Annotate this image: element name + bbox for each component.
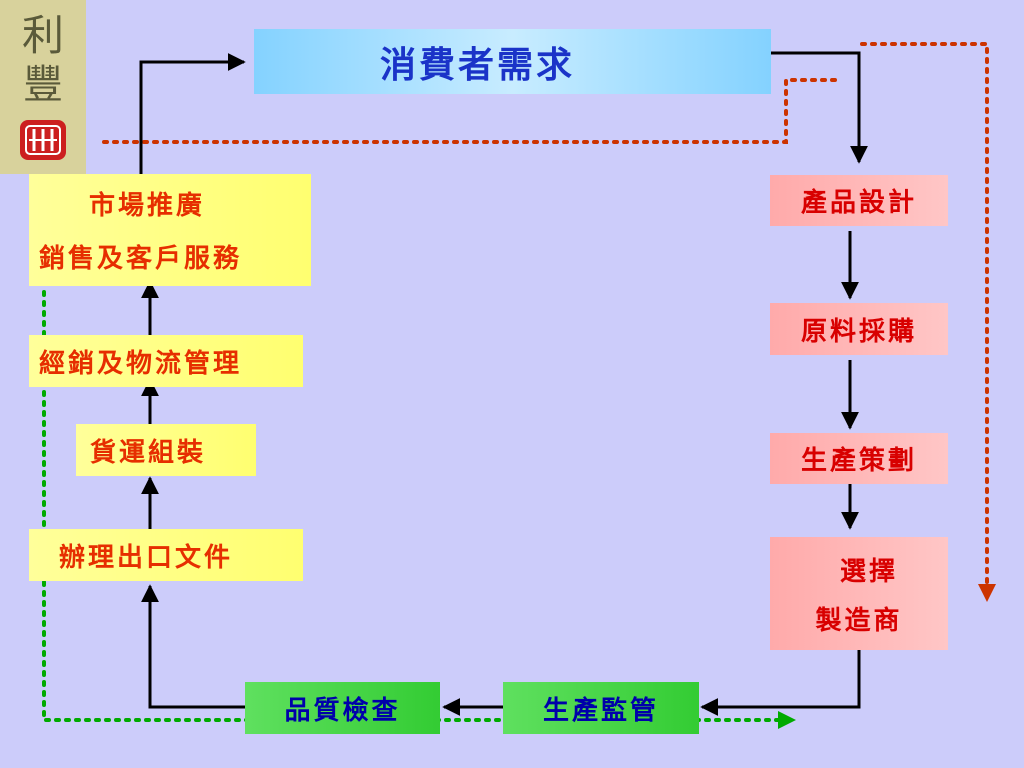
logo-graphic: 利 豐: [20, 11, 66, 160]
company-logo: 利 豐: [0, 0, 86, 174]
select-label: 選擇: [839, 556, 898, 587]
arrow-qc-to-export: [141, 584, 245, 709]
quality-check-box: 品質檢查: [245, 682, 440, 734]
logo-seal-icon: [20, 120, 66, 160]
select-manufacturer-box: 選擇 製造商: [770, 537, 948, 650]
export-docs-box: 辦理出口文件: [29, 529, 303, 581]
assembly-box: 貨運組裝: [76, 424, 256, 476]
product-design-box: 產品設計: [770, 175, 948, 226]
green-arrowhead-icon: [778, 711, 796, 729]
production-supervision-box: 生產監管: [503, 682, 699, 734]
material-purchase-box: 原料採購: [770, 303, 948, 355]
arrow-manufacturer-to-supervision: [700, 650, 861, 716]
production-planning-box: 生產策劃: [770, 433, 948, 484]
export-docs-label: 辦理出口文件: [59, 542, 234, 573]
production-supervision-label: 生產監管: [542, 695, 659, 726]
arrow-marketing-to-title: [139, 53, 246, 174]
production-planning-label: 生產策劃: [800, 446, 917, 476]
manufacturer-label: 製造商: [815, 605, 903, 636]
red-dotted-right-line: [860, 42, 989, 590]
marketing-sales-box: 市場推廣 銷售及客戶服務: [29, 174, 311, 286]
sales-service-label: 銷售及客戶服務: [39, 244, 243, 274]
green-dotted-loop-line: [42, 290, 780, 722]
red-dotted-feedback-line: [102, 78, 842, 144]
logo-glyph-2: 豐: [23, 62, 63, 108]
product-design-label: 產品設計: [800, 188, 917, 218]
marketing-label: 市場推廣: [89, 191, 206, 221]
arrow-title-to-design: [771, 51, 868, 164]
assembly-label: 貨運組裝: [90, 437, 207, 468]
consumer-demand-box: 消費者需求: [254, 29, 771, 94]
logo-glyph-1: 利: [22, 11, 64, 60]
material-purchase-label: 原料採購: [800, 316, 917, 347]
logistics-label: 經銷及物流管理: [39, 348, 243, 379]
consumer-demand-label: 消費者需求: [379, 43, 575, 86]
logistics-box: 經銷及物流管理: [29, 335, 303, 387]
red-arrowhead-icon: [978, 584, 996, 602]
quality-check-label: 品質檢查: [284, 695, 401, 726]
